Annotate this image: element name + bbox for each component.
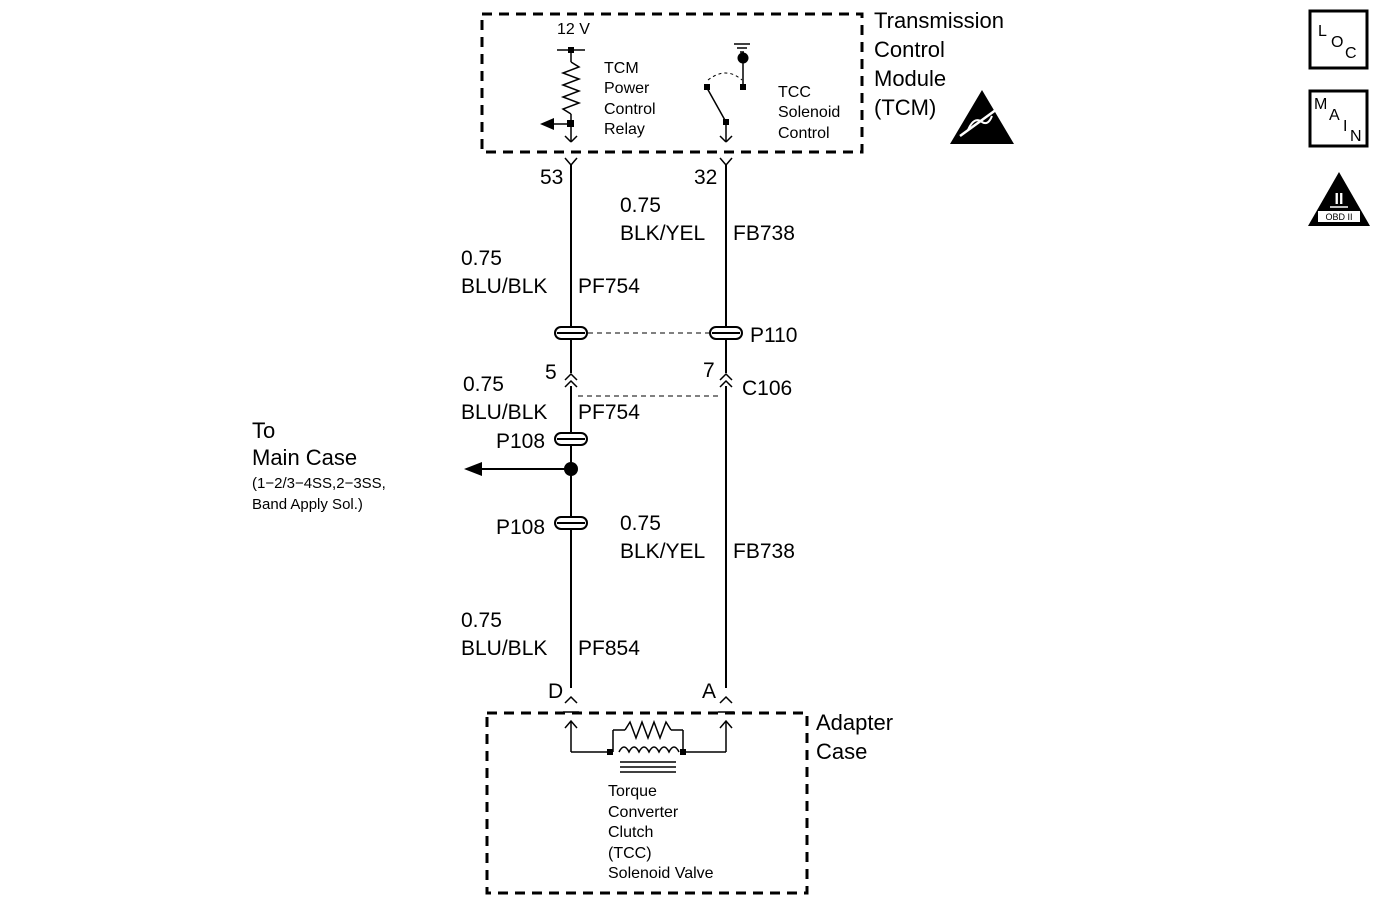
branch-label-line4: Band Apply Sol.) [252, 496, 363, 513]
adapter-case: Adapter Case Torque Converter Cl [485, 710, 893, 895]
wire-left-mid-color: BLU/BLK [461, 401, 547, 424]
adapter-title-line2: Case [816, 739, 867, 764]
relay-resistor-icon [540, 47, 585, 143]
c106-pin-7-label: 7 [703, 359, 715, 382]
branch-label-line2: Main Case [252, 445, 357, 470]
branch-label-line1: To [252, 418, 275, 443]
wire-left-lower-gauge: 0.75 [461, 609, 502, 632]
wire-right-lower-color: BLK/YEL [620, 540, 705, 563]
loc-icon [1308, 9, 1369, 70]
supply-voltage-label: 12 V [557, 21, 590, 38]
wire-right-upper-color: BLK/YEL [620, 222, 705, 245]
valve-label-line3: Clutch [608, 824, 653, 841]
branch-junction-icon [464, 462, 578, 476]
loc-letter-l: L [1318, 23, 1327, 40]
relay-label-line3: Control [604, 101, 656, 118]
valve-label-line4: (TCC) [608, 845, 652, 862]
tcm-title-line1: Transmission [874, 8, 1004, 33]
loc-button[interactable]: L O C [1308, 9, 1369, 70]
main-letter-a: A [1329, 107, 1340, 124]
p110-splice-icon [554, 326, 743, 340]
c106-pin-5-label: 5 [545, 361, 557, 384]
solenoid-control-switch-icon [704, 43, 750, 143]
solenoid-control-label-line1: TCC [778, 84, 811, 101]
tcm-module: Transmission Control Module (TCM) 12 V T… [480, 8, 1014, 154]
tcm-title-line2: Control [874, 37, 945, 62]
main-button[interactable]: M A I N [1308, 89, 1369, 148]
c106-connector-icon [564, 372, 733, 397]
valve-label-line5: Solenoid Valve [608, 865, 714, 882]
wire-left-upper-gauge: 0.75 [461, 247, 502, 270]
wire-left-upper-circuit: PF754 [578, 275, 640, 298]
loc-letter-c: C [1345, 45, 1357, 62]
p108-lower-splice-icon [554, 516, 588, 530]
wire-right-lower-gauge: 0.75 [620, 512, 661, 535]
main-letter-m: M [1314, 96, 1327, 113]
wire-left-mid-gauge: 0.75 [463, 373, 504, 396]
tcm-pin-32-label: 32 [694, 166, 717, 189]
main-letter-n: N [1350, 128, 1362, 145]
main-letter-i: I [1343, 118, 1347, 135]
relay-label-line2: Power [604, 80, 650, 97]
p108-upper-label: P108 [496, 430, 545, 453]
p108-upper-splice-icon [554, 432, 588, 446]
solenoid-control-label-line2: Solenoid [778, 104, 840, 121]
wire-right-lower-circuit: FB738 [733, 540, 795, 563]
p110-label: P110 [750, 324, 798, 347]
esd-warning-icon [950, 90, 1014, 144]
main-icon [1308, 89, 1369, 148]
solenoid-control-label-line3: Control [778, 125, 830, 142]
tcm-pin-53-label: 53 [540, 166, 563, 189]
tcm-title-line3: Module [874, 66, 946, 91]
wire-right-upper-gauge: 0.75 [620, 194, 661, 217]
obd-text: OBD II [1325, 212, 1352, 222]
relay-label-line1: TCM [604, 60, 639, 77]
obd-numeral: II [1335, 191, 1344, 208]
wire-left-mid-circuit: PF754 [578, 401, 640, 424]
loc-letter-o: O [1331, 34, 1343, 51]
wire-right-upper-circuit: FB738 [733, 222, 795, 245]
wire-left-upper-color: BLU/BLK [461, 275, 547, 298]
p108-lower-label: P108 [496, 516, 545, 539]
adapter-pin-a-label: A [702, 680, 716, 703]
c106-label: C106 [742, 377, 792, 400]
tcm-dashed-box [480, 12, 864, 154]
tcc-solenoid-coil-icon [564, 719, 733, 773]
wire-left-lower-color: BLU/BLK [461, 637, 547, 660]
adapter-dashed-box [485, 711, 809, 895]
branch-label-line3: (1−2/3−4SS,2−3SS, [252, 475, 386, 492]
wire-left-lower-circuit: PF854 [578, 637, 640, 660]
tcm-title-line4: (TCM) [874, 95, 936, 120]
adapter-pin-d-label: D [548, 680, 563, 703]
valve-label-line1: Torque [608, 783, 657, 800]
adapter-title-line1: Adapter [816, 710, 893, 735]
relay-label-line4: Relay [604, 121, 645, 138]
valve-label-line2: Converter [608, 804, 679, 821]
obd-ii-button[interactable]: II OBD II [1308, 172, 1370, 226]
tcm-pin-connectors [564, 157, 733, 167]
